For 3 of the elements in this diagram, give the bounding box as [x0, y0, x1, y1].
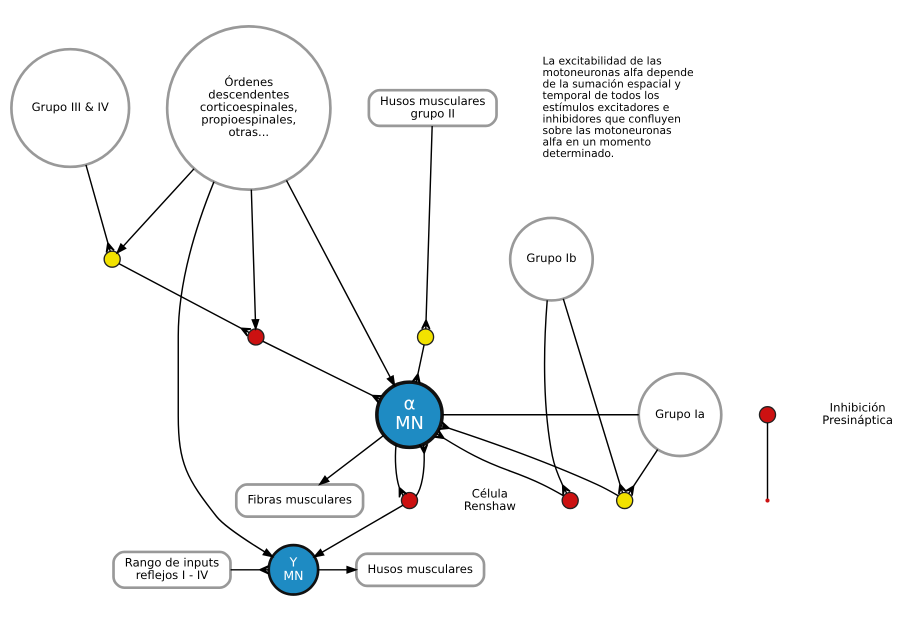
node-label: Inhibición Presináptica	[822, 400, 894, 427]
label: La excitabilidad de las motoneuronas alfa depende de la sumación espacial y temporal de todos los estímulos excitadores e inhibidores que confluyen sobre las motoneuronas alfa en un momento determinado.	[542, 54, 694, 160]
node-label: Célula Renshaw	[464, 486, 516, 512]
